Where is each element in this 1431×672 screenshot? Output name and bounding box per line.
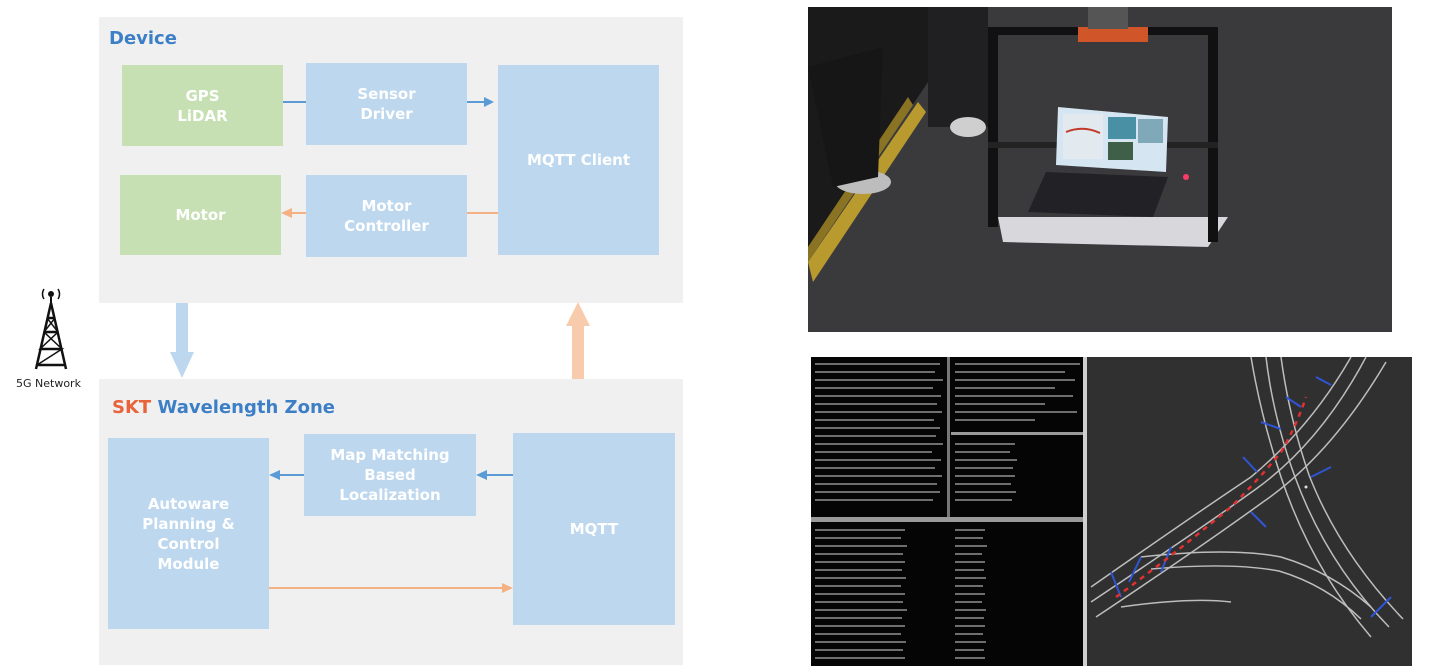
motor-controller-box: Motor Controller bbox=[306, 175, 467, 257]
skt-brand-text: SKT bbox=[112, 397, 152, 418]
gps-lidar-box: GPS LiDAR bbox=[122, 65, 283, 146]
diagram-arrows bbox=[170, 97, 590, 593]
mqtt-client-box: MQTT Client bbox=[498, 65, 659, 255]
autoware-to-mqtt-arrow bbox=[269, 583, 513, 593]
device-zone-title: Device bbox=[109, 28, 177, 49]
skt-zone-title: SKT Wavelength Zone bbox=[112, 397, 335, 418]
mqtt-to-map-matching-arrow bbox=[476, 470, 513, 480]
map-matching-localization-box: Map Matching Based Localization bbox=[304, 434, 476, 516]
motor-controller-to-motor-arrow bbox=[281, 208, 306, 218]
5g-network-label: 5G Network bbox=[16, 377, 81, 390]
sensor-to-mqtt-client-arrow bbox=[467, 97, 494, 107]
sensor-driver-box: Sensor Driver bbox=[306, 63, 467, 145]
wavelength-zone-text: Wavelength Zone bbox=[157, 397, 335, 418]
terminal-and-map-screenshot bbox=[811, 357, 1412, 666]
wavelength-to-device-arrow bbox=[566, 302, 590, 379]
robot-platform-photo bbox=[808, 7, 1392, 332]
autoware-module-box: Autoware Planning & Control Module bbox=[108, 438, 269, 629]
terminal-map-graphic bbox=[811, 357, 1412, 666]
mqtt-box: MQTT bbox=[513, 433, 675, 625]
map-matching-to-autoware-arrow bbox=[269, 470, 304, 480]
cell-tower-icon bbox=[34, 288, 68, 370]
motor-box: Motor bbox=[120, 175, 281, 255]
robot-photo-graphic bbox=[808, 7, 1392, 332]
device-to-wavelength-arrow bbox=[170, 303, 194, 378]
